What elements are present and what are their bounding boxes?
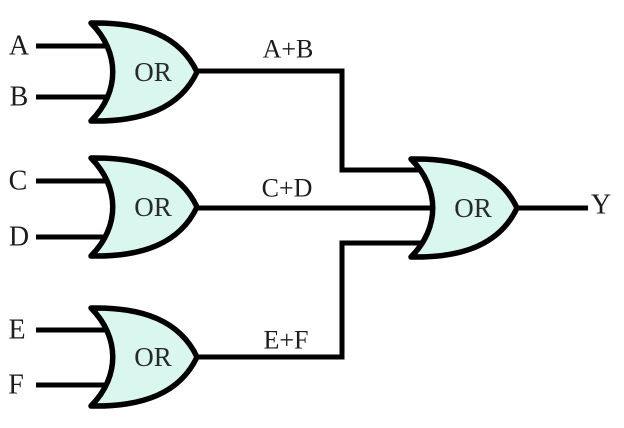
- or-gate-cd-label: OR: [134, 192, 172, 222]
- input-label-b: B: [10, 82, 29, 113]
- or-gate-final: OR: [408, 156, 520, 260]
- or-gate-cd: OR: [88, 155, 200, 259]
- input-label-a: A: [9, 31, 30, 62]
- wires: [36, 43, 588, 388]
- or-gate-final-label: OR: [454, 193, 492, 223]
- input-label-f: F: [8, 370, 24, 401]
- or-gate-ef-label: OR: [134, 342, 172, 372]
- wire-labels: A+B C+D E+F: [262, 35, 314, 355]
- or-gate-final-body: [408, 156, 520, 260]
- input-label-e: E: [8, 315, 25, 346]
- or-gate-ab-label: OR: [134, 57, 172, 87]
- input-label-c: C: [9, 166, 28, 197]
- wire-ef-to-final: [197, 240, 432, 360]
- input-label-d: D: [9, 222, 29, 253]
- or-gate-cd-body: [88, 155, 200, 259]
- or-gate-ab-body: [88, 20, 200, 124]
- input-labels: A B C D E F: [8, 31, 30, 401]
- or-gate-ef: OR: [88, 305, 200, 409]
- wire-label-ab: A+B: [263, 35, 314, 64]
- wire-label-ef: E+F: [263, 326, 308, 355]
- or-gate-ab: OR: [88, 20, 200, 124]
- or-gate-ef-body: [88, 305, 200, 409]
- output-label-y: Y: [591, 190, 611, 221]
- wire-ab-to-final: [197, 68, 432, 173]
- wire-label-cd: C+D: [262, 174, 313, 203]
